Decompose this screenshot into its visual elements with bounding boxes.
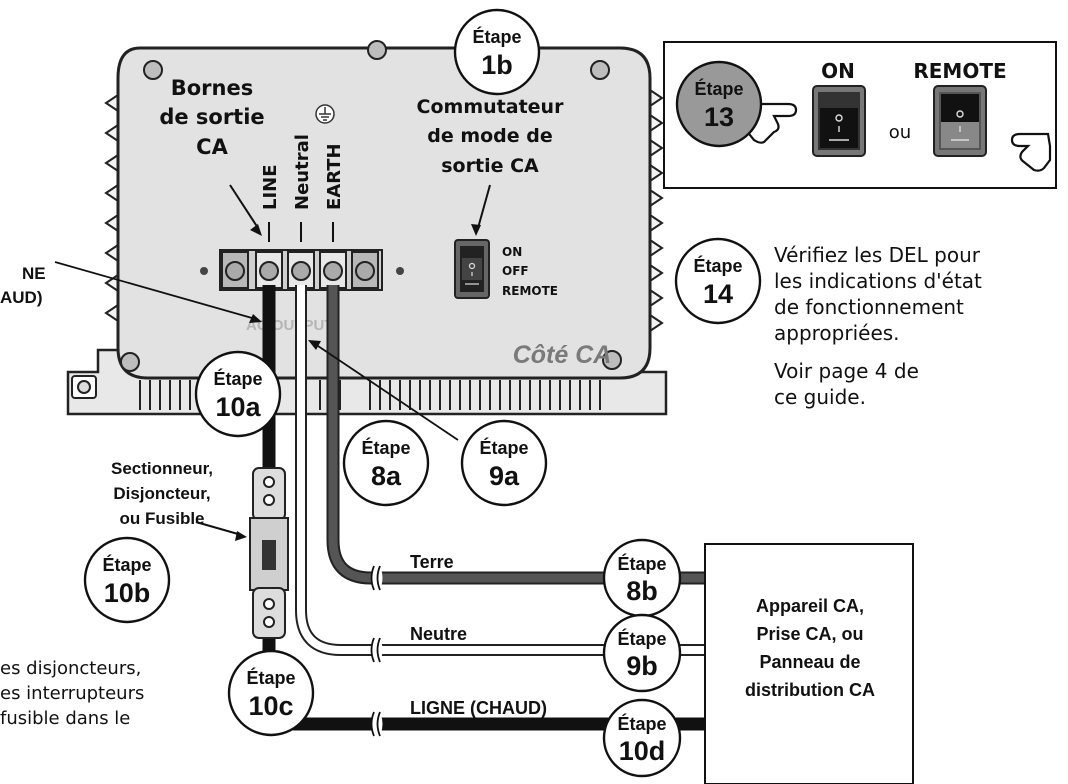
svg-text:sortie CA: sortie CA (441, 155, 539, 177)
mode-switch (454, 239, 490, 299)
svg-text:14: 14 (703, 279, 733, 309)
svg-text:LINE: LINE (260, 164, 281, 210)
svg-text:13: 13 (704, 102, 734, 132)
svg-text:OFF: OFF (502, 264, 529, 278)
svg-text:es interrupteurs: es interrupteurs (0, 683, 144, 704)
switch-on-illustration (812, 85, 866, 157)
svg-text:10d: 10d (619, 736, 666, 766)
svg-text:appropriées.: appropriées. (774, 321, 900, 345)
destination-label: Appareil CA, Prise CA, ou Panneau de dis… (745, 596, 875, 700)
step-8b: Étape 8b (602, 538, 682, 618)
mode-switch-label: Commutateur de mode de sortie CA (417, 96, 565, 177)
step-8a: Étape 8a (342, 419, 430, 507)
earth-ground-icon (315, 104, 335, 124)
step-13: Étape 13 (675, 60, 763, 148)
side-label: Côté CA (513, 341, 612, 369)
svg-text:1b: 1b (481, 50, 513, 80)
svg-text:10c: 10c (248, 691, 293, 721)
disconnect-arrow (195, 521, 239, 535)
svg-text:Étape: Étape (693, 255, 742, 276)
svg-text:9b: 9b (626, 651, 658, 681)
disconnect-label: Sectionneur, Disjoncteur, ou Fusible (111, 459, 213, 528)
housing-body (116, 46, 652, 380)
svg-text:ON: ON (502, 245, 522, 259)
switch-remote-illustration (933, 85, 987, 157)
terminal-block (200, 249, 404, 291)
output-terminals-label: Bornes de sortie CA (159, 76, 264, 159)
step-1b: Étape 1b (453, 8, 541, 96)
mode-switch-positions: ON OFF REMOTE (502, 245, 558, 298)
svg-text:de fonctionnement: de fonctionnement (774, 295, 964, 319)
svg-text:9a: 9a (489, 461, 520, 491)
inset-remote-label: REMOTE (913, 59, 1006, 83)
svg-text:CA: CA (196, 135, 228, 159)
disconnect-device (249, 467, 289, 639)
svg-text:ce guide.: ce guide. (774, 385, 866, 409)
step-10b: Étape 10b (83, 536, 171, 624)
svg-text:Étape: Étape (213, 368, 262, 389)
svg-text:Étape: Étape (617, 713, 666, 734)
bottom-note: es disjoncteurs, es interrupteurs fusibl… (0, 658, 144, 729)
svg-text:Étape: Étape (479, 437, 528, 458)
neutral-wire-label: Neutre (410, 624, 467, 644)
svg-text:Étape: Étape (617, 628, 666, 649)
svg-text:Voir page 4 de: Voir page 4 de (774, 359, 919, 383)
svg-text:distribution CA: distribution CA (745, 680, 875, 700)
line-label-arrow (54, 261, 253, 319)
step-9a-arrow (317, 345, 459, 441)
svg-text:Appareil CA,: Appareil CA, (756, 596, 864, 616)
svg-text:Étape: Étape (102, 554, 151, 575)
mode-switch-arrow (477, 184, 491, 229)
svg-text:Prise CA, ou: Prise CA, ou (756, 624, 863, 644)
svg-text:10a: 10a (215, 392, 261, 422)
svg-text:10b: 10b (104, 578, 151, 608)
left-fins (104, 93, 119, 323)
svg-text:AUD): AUD) (0, 288, 43, 307)
svg-text:Sectionneur,: Sectionneur, (111, 459, 213, 478)
svg-text:de mode de: de mode de (427, 125, 553, 147)
svg-text:Bornes: Bornes (171, 76, 253, 100)
housing-screws (120, 40, 622, 372)
step-10c: Étape 10c (227, 649, 315, 737)
step-9b: Étape 9b (602, 613, 682, 693)
svg-text:Neutral: Neutral (292, 134, 313, 210)
svg-text:Étape: Étape (472, 26, 521, 47)
terminal-labels: LINE Neutral EARTH (260, 134, 345, 242)
svg-text:8a: 8a (371, 461, 402, 491)
svg-text:8b: 8b (626, 576, 658, 606)
svg-text:Étape: Étape (694, 78, 743, 99)
svg-text:REMOTE: REMOTE (502, 284, 558, 298)
svg-text:Étape: Étape (246, 667, 295, 688)
svg-text:fusible dans le: fusible dans le (0, 708, 130, 729)
terminals-arrow (229, 184, 259, 229)
inset-on-label: ON (821, 59, 855, 83)
svg-text:Disjoncteur,: Disjoncteur, (113, 484, 210, 503)
left-line-label: NE AUD) (0, 264, 46, 307)
pointing-hand-icon-2 (1010, 132, 1052, 172)
earth-wire-label: Terre (410, 552, 454, 572)
step-14: Étape 14 (674, 237, 762, 325)
svg-text:EARTH: EARTH (324, 143, 345, 210)
svg-text:les indications d'état: les indications d'état (774, 269, 982, 293)
svg-text:Étape: Étape (617, 553, 666, 574)
see-page-text: Voir page 4 de ce guide. (774, 359, 919, 409)
step-10d: Étape 10d (602, 698, 682, 778)
svg-text:NE: NE (22, 264, 46, 283)
svg-text:Vérifiez les DEL pour: Vérifiez les DEL pour (774, 243, 981, 267)
step-10a: Étape 10a (194, 350, 282, 438)
line-wire-label: LIGNE (CHAUD) (410, 698, 547, 718)
svg-text:de sortie: de sortie (159, 105, 264, 129)
step14-text: Vérifiez les DEL pour les indications d'… (774, 243, 982, 345)
svg-text:es disjoncteurs,: es disjoncteurs, (0, 658, 141, 679)
svg-text:Étape: Étape (361, 437, 410, 458)
svg-text:ou Fusible: ou Fusible (120, 509, 205, 528)
svg-text:Commutateur: Commutateur (417, 96, 565, 118)
step-9a: Étape 9a (460, 419, 548, 507)
right-fins (649, 88, 664, 333)
inset-or-text: ou (889, 122, 911, 143)
destination-box (704, 543, 914, 784)
svg-text:Panneau de: Panneau de (759, 652, 860, 672)
